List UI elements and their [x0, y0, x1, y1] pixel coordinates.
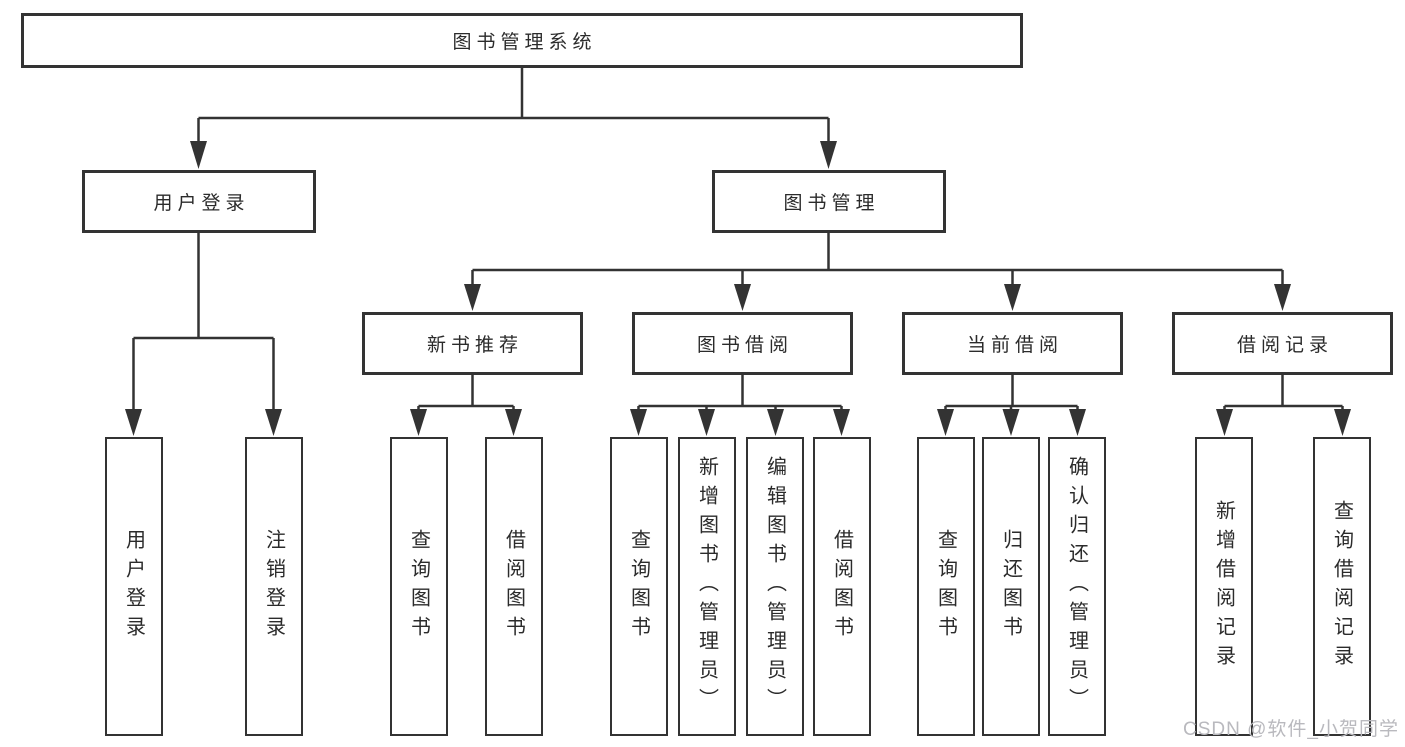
leaf-query-books-borrowing: 查询图书 — [610, 437, 668, 736]
leaf-borrow-books-borrowing: 借阅图书 — [813, 437, 871, 736]
leaf-return-books: 归还图书 — [982, 437, 1040, 736]
leaf-label: 新增图书（管理员） — [695, 456, 718, 717]
connector-borrowing-to-leaves — [637, 375, 843, 409]
leaf-label: 查询图书 — [934, 528, 957, 645]
connector-mgmt-to-level3 — [471, 233, 1284, 284]
leaf-add-borrowing-record: 新增借阅记录 — [1195, 437, 1253, 736]
leaf-label: 归还图书 — [999, 528, 1022, 645]
node-user-login: 用户登录 — [82, 170, 316, 233]
node-label: 图书借阅 — [696, 335, 793, 356]
leaf-label: 确认归还（管理员） — [1065, 456, 1088, 717]
node-current-borrowing: 当前借阅 — [902, 312, 1123, 375]
leaf-borrow-books-recommend: 借阅图书 — [485, 437, 543, 736]
leaf-query-books-current: 查询图书 — [917, 437, 975, 736]
leaf-edit-books-admin: 编辑图书（管理员） — [746, 437, 804, 736]
leaf-query-borrowing-record: 查询借阅记录 — [1313, 437, 1371, 736]
leaf-user-login: 用户登录 — [105, 437, 163, 736]
leaf-query-books-recommend: 查询图书 — [390, 437, 448, 736]
csdn-watermark: CSDN @软件_小贺同学 — [1183, 719, 1399, 740]
arrowheads-level2 — [190, 141, 837, 169]
leaf-label: 注销登录 — [262, 528, 285, 645]
leaf-label: 查询图书 — [407, 528, 430, 645]
arrowheads-records-leaves — [1216, 409, 1351, 436]
connector-login-to-leaves — [132, 233, 275, 409]
arrowheads-current-leaves — [937, 409, 1086, 436]
connector-current-to-leaves — [944, 375, 1079, 409]
connector-root-to-level2 — [197, 68, 830, 141]
arrowheads-login-leaves — [125, 409, 282, 436]
leaf-label: 编辑图书（管理员） — [763, 456, 786, 717]
node-label: 用户登录 — [153, 193, 250, 214]
node-label: 图书管理 — [783, 193, 880, 214]
node-label: 图书管理系统 — [452, 32, 597, 53]
leaf-label: 查询借阅记录 — [1330, 499, 1353, 674]
arrowheads-level3 — [464, 284, 1291, 311]
leaf-add-books-admin: 新增图书（管理员） — [678, 437, 736, 736]
leaf-label: 新增借阅记录 — [1212, 499, 1235, 674]
node-label: 借阅记录 — [1236, 335, 1333, 356]
leaf-label: 用户登录 — [122, 528, 145, 645]
leaf-label: 借阅图书 — [830, 528, 853, 645]
leaf-logout: 注销登录 — [245, 437, 303, 736]
connector-records-to-leaves — [1223, 375, 1344, 409]
node-library-management-system: 图书管理系统 — [21, 13, 1023, 68]
leaf-confirm-return-admin: 确认归还（管理员） — [1048, 437, 1106, 736]
arrowheads-borrowing-leaves — [630, 409, 850, 436]
node-book-management: 图书管理 — [712, 170, 946, 233]
leaf-label: 查询图书 — [627, 528, 650, 645]
node-label: 新书推荐 — [426, 335, 523, 356]
connector-recommend-to-leaves — [417, 375, 515, 409]
node-book-borrowing: 图书借阅 — [632, 312, 853, 375]
arrowheads-recommend-leaves — [410, 409, 522, 436]
node-borrowing-records: 借阅记录 — [1172, 312, 1393, 375]
node-label: 当前借阅 — [966, 335, 1063, 356]
node-new-book-recommendation: 新书推荐 — [362, 312, 583, 375]
leaf-label: 借阅图书 — [502, 528, 525, 645]
